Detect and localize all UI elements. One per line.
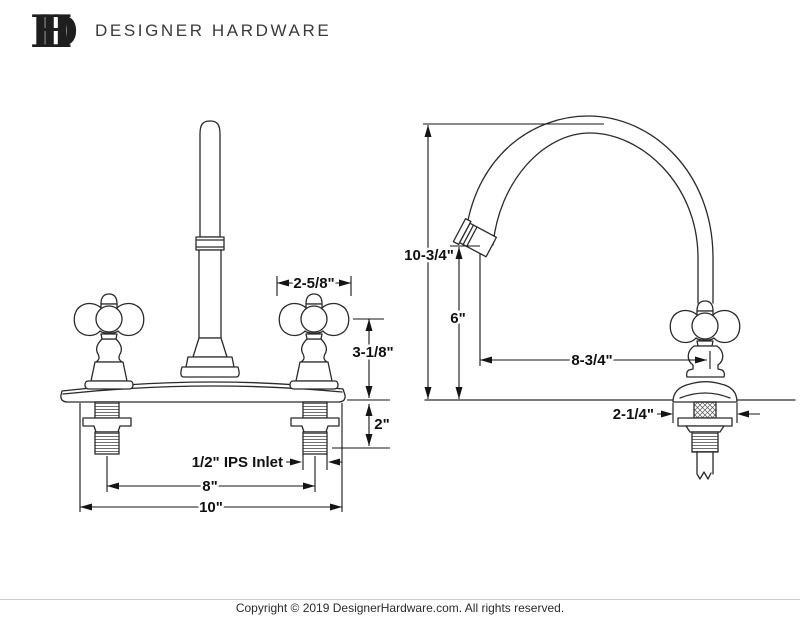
side-spout-nozzle (452, 218, 498, 258)
dim-label-faucet-centers: 8" (202, 478, 217, 495)
dim-label-overall-height: 10-3/4" (404, 247, 454, 264)
dimension-overall-width: 10" (79, 403, 343, 519)
side-spout-inner-curve (492, 132, 699, 304)
side-cross-handle (669, 300, 741, 347)
monogram-letter-h: H (30, 5, 73, 58)
dimension-overall-height: 10-3/4" (402, 123, 604, 399)
monogram-letter-d: D (39, 5, 79, 58)
dim-label-spout-reach: 8-3/4" (571, 352, 612, 369)
side-view-drawing (424, 115, 796, 480)
side-bonnet (685, 345, 726, 378)
side-spout-outer-curve (465, 115, 714, 304)
brand-name: DESIGNER HARDWARE (95, 21, 332, 40)
footer-divider (0, 599, 800, 600)
dim-label-shank-length: 2" (374, 416, 389, 433)
front-left-cross-handle (73, 293, 145, 390)
dim-label-base-diameter: 2-1/4" (613, 406, 654, 423)
dim-label-handle-height: 3-1/8" (352, 344, 393, 361)
copyright-text: Copyright © 2019 DesignerHardware.com. A… (235, 601, 565, 615)
front-spout-ring (195, 236, 225, 251)
front-view-drawing (60, 120, 350, 455)
dimension-shank-length: 2" (332, 399, 392, 449)
dim-label-spout-clearance: 6" (450, 310, 465, 327)
dimension-faucet-centers: 8" (106, 456, 316, 498)
side-under-deck-shank (677, 401, 733, 480)
dimension-spout-reach: 8-3/4" (479, 253, 711, 372)
header: D H DESIGNER HARDWARE (0, 0, 800, 70)
front-spout-column (199, 120, 221, 238)
front-view-dimensions: 2-5/8" 3-1/8" 2" 1/2" IPS Inlet (79, 273, 396, 519)
brand-logo-monogram-icon: D H (30, 6, 88, 62)
side-view-dimensions: 10-3/4" 6" 8-3/4" 2-1/4" (402, 123, 760, 426)
dim-label-overall-width: 10" (199, 499, 223, 516)
front-right-cross-handle (278, 293, 350, 390)
side-base-bell (672, 381, 738, 403)
front-left-shank (82, 401, 132, 455)
dim-label-inlet: 1/2" IPS Inlet (192, 454, 283, 471)
front-right-shank (290, 401, 340, 455)
dimension-handle-spread: 2-5/8" (276, 273, 352, 296)
dimension-inlet: 1/2" IPS Inlet (189, 452, 342, 474)
dimension-spout-clearance: 6" (448, 245, 480, 399)
dimension-base-diameter: 2-1/4" (610, 403, 760, 426)
dimension-handle-height: 3-1/8" (350, 318, 396, 398)
dim-label-handle-spread: 2-5/8" (293, 275, 334, 292)
